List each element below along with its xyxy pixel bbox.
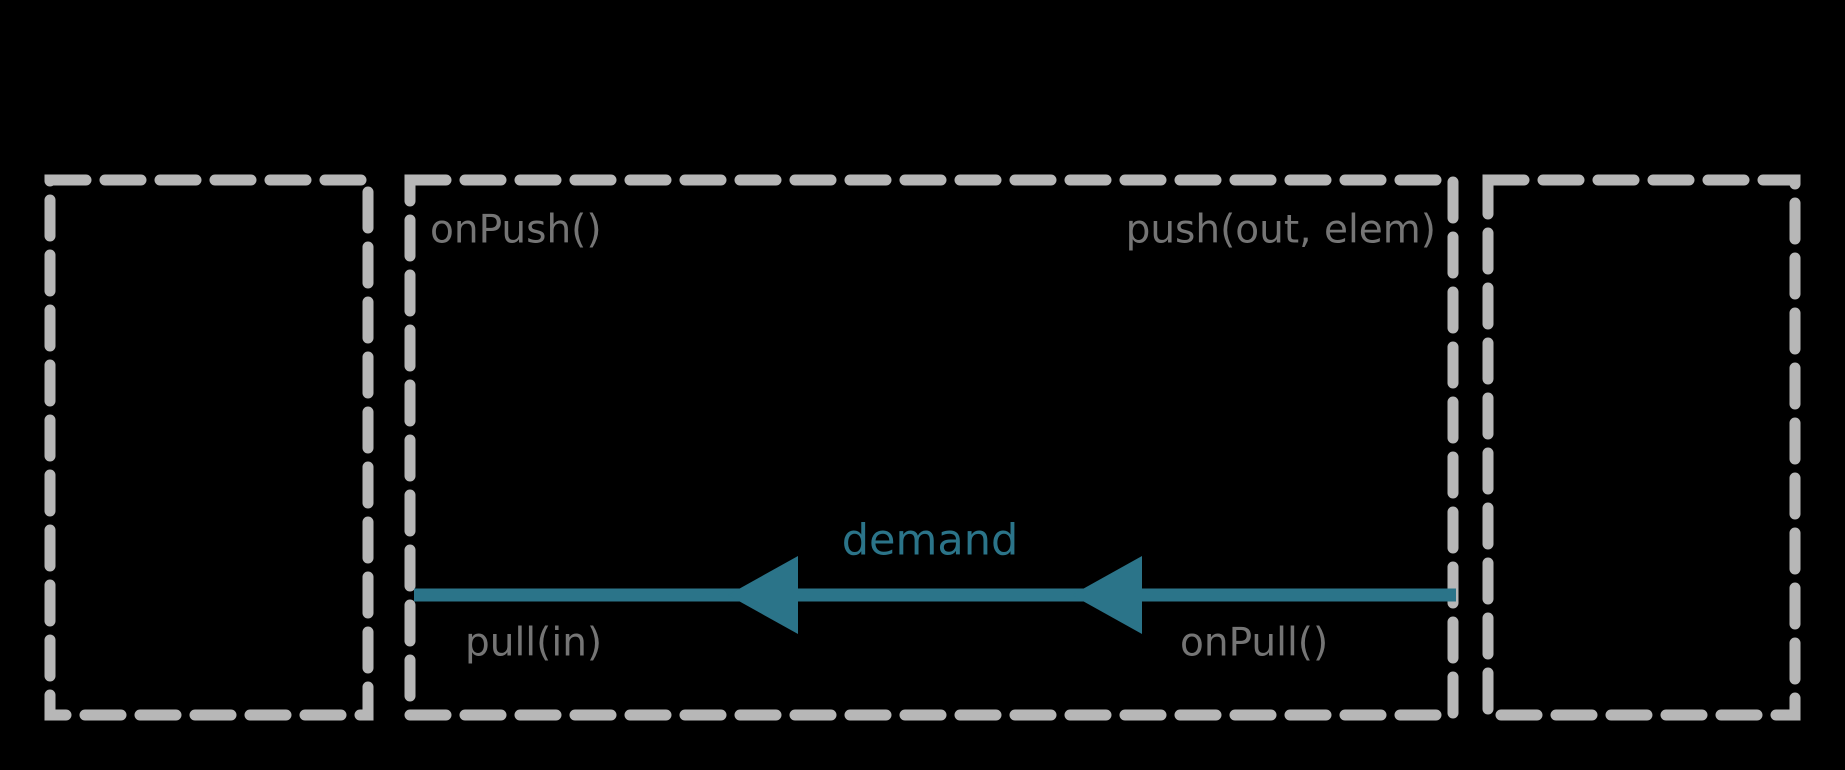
on-push-label: onPush() [430,208,602,253]
on-pull-label: onPull() [1180,621,1328,666]
push-out-elem-label: push(out, elem) [1126,208,1436,253]
demand-arrowhead-right [1072,556,1142,634]
demand-arrowhead-left [728,556,798,634]
downstream-stage-box [1482,174,1801,721]
current-stage-box [404,174,1459,721]
upstream-stage-box [44,174,374,721]
pull-in-label: pull(in) [465,621,602,666]
demand-label: demand [842,516,1019,566]
